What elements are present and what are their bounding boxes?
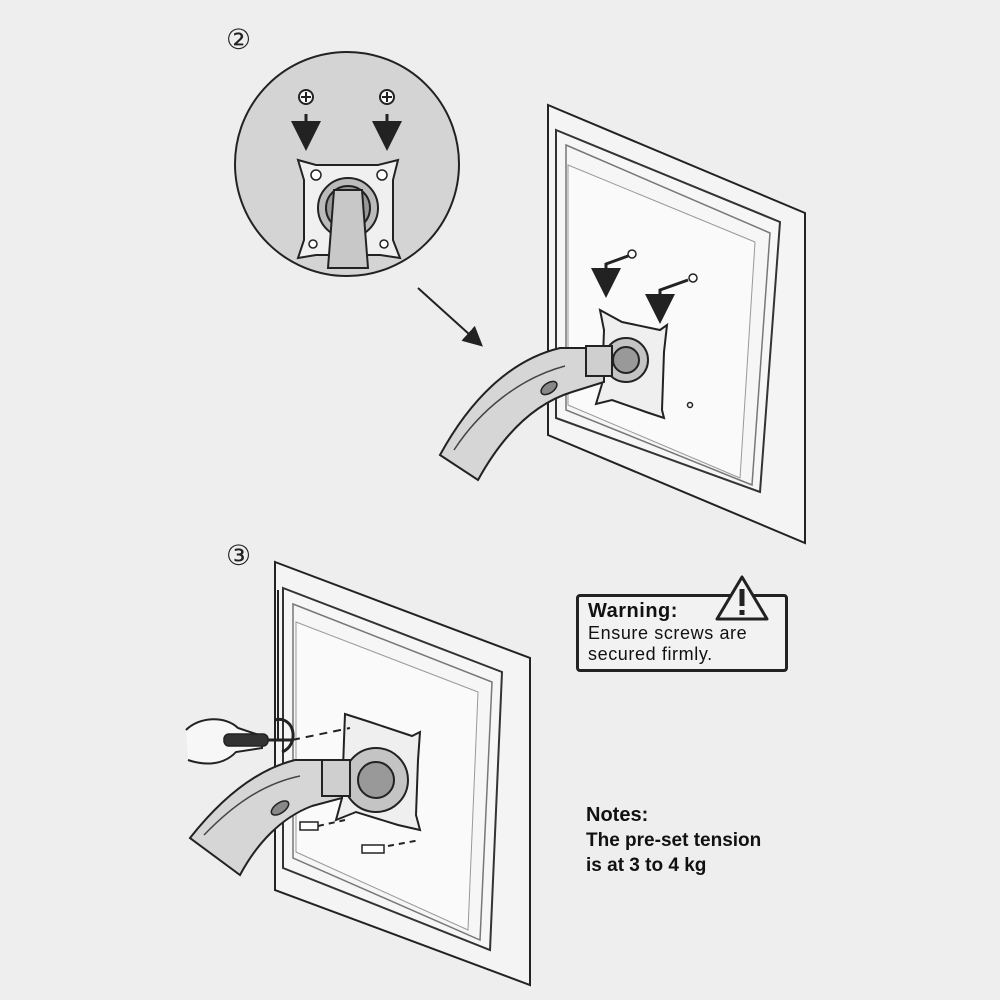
screw-icon [379,89,395,105]
down-arrow-icon [591,254,629,298]
zoom-detail-circle [234,51,460,277]
screw-icon [688,273,698,283]
warning-title: Warning: [588,600,678,622]
notes-text-line2: is at 3 to 4 kg [586,855,707,876]
step-number-2: ② [226,23,252,56]
pointer-arrow [417,287,483,347]
warning-text-line1: Ensure screws are [588,623,748,643]
screw-icon [627,249,637,259]
down-arrow-icon [645,278,689,324]
monitor-arm-step3 [188,759,351,877]
step-number-3: ③ [226,539,252,572]
warning-text-line2: secured firmly. [588,644,713,664]
screw-icon [361,844,385,854]
monitor-arm-step2 [438,345,613,482]
notes-block: Notes: The pre-set tension is at 3 to 4 … [586,802,806,878]
screw-icon [298,89,314,105]
hand-with-screwdriver [185,718,295,765]
screw-icon [299,821,319,831]
notes-title: Notes: [586,804,649,826]
notes-text-line1: The pre-set tension [586,830,762,851]
warning-triangle-icon [715,575,769,621]
monitor-back-step2 [547,103,806,545]
